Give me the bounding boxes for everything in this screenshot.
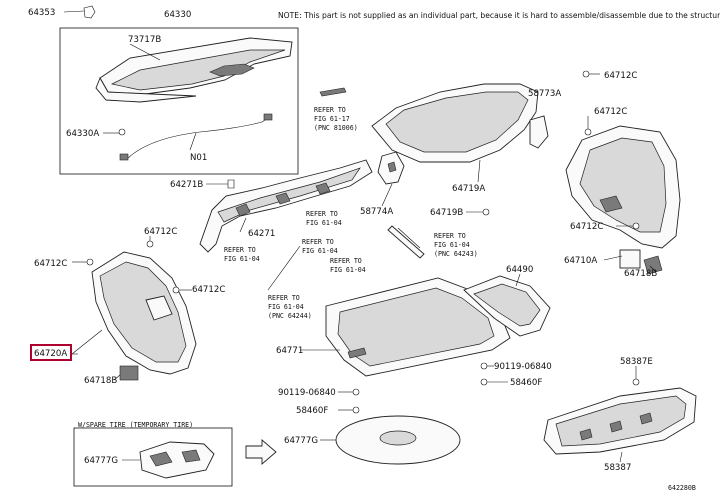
svg-text:REFER TO: REFER TO <box>224 246 256 254</box>
rear-bumper-trim <box>543 387 697 463</box>
part-number[interactable]: 64719A <box>452 184 485 194</box>
part-number[interactable]: 64777G <box>84 456 118 466</box>
part-number[interactable]: 64719B <box>430 208 463 218</box>
svg-text:REFER TO: REFER TO <box>306 210 338 218</box>
part-number[interactable]: 64353 <box>28 8 55 18</box>
refer-to-note[interactable]: REFER TO FIG 61-04 <box>330 257 366 274</box>
svg-text:FIG 61-17: FIG 61-17 <box>314 115 350 123</box>
arrow-icon <box>245 439 277 465</box>
part-number[interactable]: 64712C <box>34 259 67 269</box>
part-number-highlighted[interactable]: 64720A <box>34 349 67 359</box>
ref-part-strip <box>319 87 347 97</box>
part-number[interactable]: 64777G <box>284 436 318 446</box>
part-number[interactable]: 64712C <box>570 222 603 232</box>
part-number[interactable]: 64271B <box>170 180 203 190</box>
refer-to-note[interactable]: REFER TO FIG 61-17 (PNC 81006) <box>314 106 358 132</box>
part-number[interactable]: 64712C <box>604 71 637 81</box>
clip-icon <box>582 70 640 230</box>
svg-text:FIG 61-04: FIG 61-04 <box>434 241 470 249</box>
svg-text:REFER TO: REFER TO <box>302 238 334 246</box>
spare-tire-option-box <box>73 427 233 487</box>
trunk-divider-board <box>463 273 551 337</box>
clip-icon <box>118 128 126 136</box>
part-number[interactable]: 64712C <box>192 285 225 295</box>
svg-text:REFER TO: REFER TO <box>330 257 362 265</box>
spare-tire-condition-label: W/SPARE TIRE (TEMPORARY TIRE) <box>78 421 193 429</box>
svg-text:REFER TO: REFER TO <box>314 106 346 114</box>
svg-text:(PNC 64243): (PNC 64243) <box>434 250 478 258</box>
part-number[interactable]: 58774A <box>360 207 393 217</box>
part-number[interactable]: 64718B <box>84 376 117 386</box>
svg-text:FIG 61-04: FIG 61-04 <box>268 303 304 311</box>
part-number[interactable]: 90119-06840 <box>278 388 336 398</box>
svg-text:(PNC 81006): (PNC 81006) <box>314 124 358 132</box>
part-number[interactable]: 73717B <box>128 35 161 45</box>
left-quarter-trim <box>91 251 197 381</box>
highlighted-part-frame <box>30 344 72 361</box>
refer-to-note[interactable]: REFER TO FIG 61-04 <box>302 238 338 255</box>
svg-text:REFER TO: REFER TO <box>434 232 466 240</box>
part-number[interactable]: 64710A <box>564 256 597 266</box>
diagram-id: 642280B <box>668 484 696 492</box>
svg-text:FIG 61-04: FIG 61-04 <box>306 219 342 227</box>
part-number[interactable]: 58387 <box>604 463 631 473</box>
svg-text:FIG 61-04: FIG 61-04 <box>302 247 338 255</box>
clip-icon <box>72 236 192 294</box>
svg-text:FIG 61-04: FIG 61-04 <box>330 266 366 274</box>
part-number[interactable]: N01 <box>190 153 207 163</box>
part-number[interactable]: 58460F <box>296 406 328 416</box>
part-number[interactable]: 64718B <box>624 269 657 279</box>
refer-to-note[interactable]: REFER TO FIG 61-04 <box>224 246 260 263</box>
part-number[interactable]: 58773A <box>528 89 561 99</box>
trunk-lid-trim <box>371 83 549 183</box>
right-quarter-trim <box>565 125 681 275</box>
part-number[interactable]: 90119-06840 <box>494 362 552 372</box>
part-number[interactable]: 58387E <box>620 357 653 367</box>
rear-lower-panel <box>199 159 373 253</box>
refer-to-note[interactable]: REFER TO FIG 61-04 (PNC 64244) <box>268 294 312 320</box>
lid-support-rods <box>267 225 425 291</box>
part-number[interactable]: 64771 <box>276 346 303 356</box>
clip-icon <box>632 378 640 386</box>
part-number[interactable]: 64712C <box>144 227 177 237</box>
spare-tire-holder <box>122 441 215 479</box>
trunk-lid-bracket <box>377 151 405 207</box>
spare-tire-cover <box>320 415 461 465</box>
clip-icon <box>227 179 235 189</box>
package-tray-panel <box>95 37 293 103</box>
refer-to-note[interactable]: REFER TO FIG 61-04 (PNC 64243) <box>434 232 478 258</box>
part-number[interactable]: 64490 <box>506 265 533 275</box>
diagram-note: NOTE: This part is not supplied as an in… <box>278 11 720 20</box>
part-number[interactable]: 58460F <box>510 378 542 388</box>
trunk-floor-mat <box>300 277 511 377</box>
package-tray-group-box <box>59 27 299 175</box>
screw-icon <box>482 208 490 216</box>
wire-harness <box>119 113 273 161</box>
part-number[interactable]: 64271 <box>248 229 275 239</box>
clip-icon <box>63 5 96 19</box>
part-number[interactable]: 64712C <box>594 107 627 117</box>
refer-to-note[interactable]: REFER TO FIG 61-04 <box>306 210 342 227</box>
svg-text:FIG 61-04: FIG 61-04 <box>224 255 260 263</box>
part-number[interactable]: 64330 <box>164 10 191 20</box>
screw-icon <box>338 362 508 414</box>
svg-text:REFER TO: REFER TO <box>268 294 300 302</box>
svg-text:(PNC 64244): (PNC 64244) <box>268 312 312 320</box>
part-number[interactable]: 64330A <box>66 129 99 139</box>
